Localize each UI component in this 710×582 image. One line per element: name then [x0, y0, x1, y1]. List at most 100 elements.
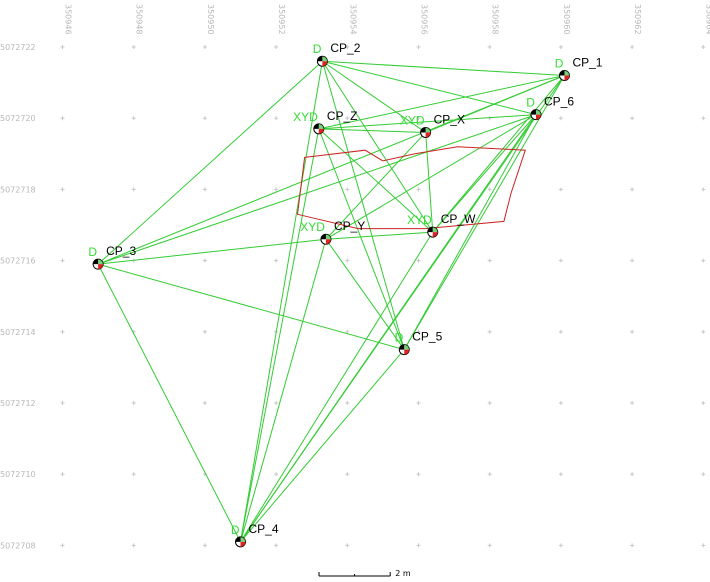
northing-tick-label: 5072716 [0, 257, 36, 266]
network-line [98, 238, 326, 265]
point-marker-quadrant [322, 61, 328, 67]
network-line [321, 61, 405, 350]
scale-bar: 2 m [318, 569, 411, 578]
network-line [97, 60, 323, 265]
easting-tick-label: 350956 [420, 4, 429, 35]
point-marker-quadrant [427, 227, 433, 233]
northing-tick-label: 5072718 [0, 185, 36, 194]
easting-tick-label: 350948 [135, 4, 144, 35]
point-marker-quadrant [240, 541, 246, 547]
network-line [318, 74, 565, 130]
control-point[interactable]: D CP_3 [88, 244, 136, 270]
network-line [403, 114, 537, 350]
point-label: CP_6 [544, 95, 574, 109]
point-marker-quadrant [98, 259, 104, 265]
network-line [325, 132, 426, 240]
scale-bar-label: 2 m [395, 569, 411, 578]
point-marker-quadrant [325, 239, 331, 245]
northing-tick-label: 5072708 [0, 541, 36, 550]
control-point[interactable]: D CP_2 [313, 41, 361, 67]
network-line [97, 263, 241, 543]
network-line [97, 114, 537, 265]
point-marker-quadrant [318, 128, 324, 134]
point-marker-quadrant [559, 70, 565, 76]
network-line [432, 75, 565, 233]
point-marker-quadrant [564, 75, 570, 81]
network-line [325, 231, 433, 240]
point-flag: XYD [400, 113, 425, 127]
point-label: CP_X [434, 112, 465, 126]
point-marker-quadrant [404, 344, 410, 350]
point-marker-quadrant [317, 56, 323, 62]
point-marker-quadrant [399, 344, 405, 350]
network-line [325, 114, 537, 240]
network-line [318, 128, 405, 350]
easting-tick-label: 350952 [277, 4, 286, 35]
network-line [325, 238, 405, 350]
network-line [321, 60, 434, 233]
boundary-outline [296, 146, 526, 230]
point-marker-quadrant [404, 349, 410, 355]
control-point[interactable]: D CP_6 [526, 95, 574, 121]
point-label: CP_3 [106, 244, 136, 258]
network-line [240, 61, 323, 542]
northing-tick-label: 5072712 [0, 399, 36, 408]
easting-tick-label: 350962 [633, 4, 642, 35]
point-marker-quadrant [240, 536, 246, 542]
network-line [318, 128, 434, 233]
point-marker-quadrant [530, 109, 536, 115]
point-label: CP_5 [412, 330, 442, 344]
control-point[interactable]: XYD CP_X [400, 112, 465, 138]
network-line [240, 239, 327, 542]
easting-tick-label: 350964 [704, 4, 710, 35]
point-flag: D [88, 245, 97, 259]
network-line [322, 60, 426, 133]
boundary-polygon [296, 146, 526, 230]
network-line [97, 75, 565, 265]
control-point[interactable]: XYD CP_Z [293, 109, 358, 135]
point-flag: D [313, 42, 322, 56]
network-line [322, 60, 537, 116]
point-flag: XYD [293, 110, 318, 124]
point-label: CP_1 [572, 55, 602, 69]
point-label: CP_W [441, 212, 476, 226]
northing-tick-label: 5072710 [0, 470, 36, 479]
point-marker-quadrant [420, 127, 426, 133]
network-line [318, 128, 426, 133]
point-marker-quadrant [425, 127, 431, 133]
point-marker-quadrant [320, 234, 326, 240]
point-marker-quadrant [432, 232, 438, 238]
easting-tick-label: 350946 [64, 4, 73, 35]
point-flag: D [555, 56, 564, 70]
point-flag: D [395, 331, 404, 345]
network-lines [97, 60, 565, 543]
network-line [318, 114, 537, 130]
point-marker-quadrant [93, 259, 99, 265]
network-line [240, 128, 320, 542]
network-line [240, 114, 537, 543]
point-marker-quadrant [564, 70, 570, 76]
northing-tick-label: 5072714 [0, 328, 36, 337]
northing-tick-label: 5072720 [0, 114, 36, 123]
point-marker-quadrant [425, 132, 431, 138]
easting-tick-label: 350960 [562, 4, 571, 35]
point-marker-quadrant [313, 123, 319, 129]
point-label: CP_Z [327, 109, 358, 123]
point-marker-quadrant [318, 123, 324, 129]
point-label: CP_2 [330, 41, 360, 55]
network-line [425, 132, 434, 233]
network-line [322, 60, 565, 76]
control-point[interactable]: D CP_5 [395, 330, 443, 356]
point-flag: D [526, 96, 535, 110]
network-line [240, 349, 405, 543]
point-flag: XYD [407, 213, 432, 227]
point-flag: XYD [300, 220, 325, 234]
point-marker-quadrant [535, 114, 541, 120]
control-point[interactable]: XYD CP_W [407, 212, 476, 238]
control-point[interactable]: D CP_1 [555, 55, 603, 81]
